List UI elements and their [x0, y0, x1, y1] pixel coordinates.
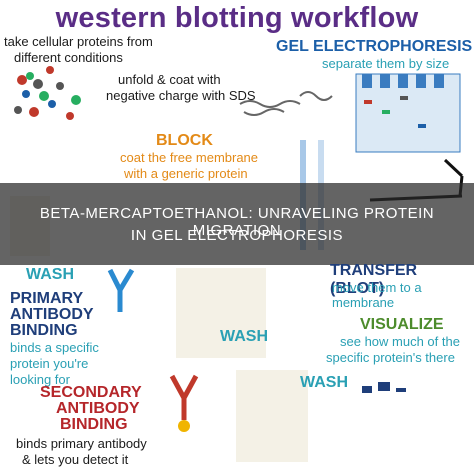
overlay-line-2: IN GEL ELECTROPHORESIS — [130, 227, 344, 244]
arrow-icon — [443, 158, 464, 178]
gel-heading: GEL ELECTROPHORESIS — [276, 38, 473, 55]
block-heading: BLOCK — [156, 132, 213, 149]
visualize-heading: VISUALIZE — [360, 316, 444, 333]
visualize-subtext-2: specific protein's there — [326, 350, 455, 365]
title-overlay: BETA-MERCAPTOETHANOL: UNRAVELING PROTEIN… — [0, 183, 474, 265]
wash-label-2: WASH — [220, 328, 268, 345]
page-title: western blotting workflow — [55, 2, 419, 34]
secondary-antibody-icon — [169, 374, 199, 432]
wash-label-3: WASH — [300, 374, 348, 391]
primary-heading-2: ANTIBODY — [10, 306, 94, 323]
primary-heading-1: PRIMARY — [10, 290, 84, 307]
wash-label-1: WASH — [26, 266, 74, 283]
overlay-line-1: BETA-MERCAPTOETHANOL: UNRAVELING PROTEIN… — [39, 205, 435, 239]
gel-subtext: separate them by size — [322, 56, 450, 71]
gel-icon — [355, 73, 461, 153]
transfer-heading: TRANSFER (BLOT) — [330, 262, 418, 297]
protein-cluster-icon — [14, 66, 81, 120]
secondary-heading-1: SECONDARY — [40, 384, 142, 401]
primary-subtext-3: looking for — [10, 372, 70, 387]
secondary-subtext-2: & lets you detect it — [22, 452, 129, 467]
denature-text-1: unfold & coat with — [118, 72, 221, 87]
secondary-heading-3: BINDING — [60, 416, 128, 433]
start-text-1: take cellular proteins from — [4, 34, 153, 49]
visualize-subtext-1: see how much of the — [340, 334, 460, 349]
antibody-icon — [107, 268, 135, 312]
secondary-heading-2: ANTIBODY — [56, 400, 140, 417]
unfolded-protein-icon — [239, 91, 333, 116]
transfer-subtext: move them to a membrane — [332, 280, 422, 310]
secondary-subtext-1: binds primary antibody — [16, 436, 147, 451]
block-subtext-2: with a generic protein — [124, 166, 248, 181]
primary-subtext-2: protein you're — [10, 356, 89, 371]
primary-heading-3: BINDING — [10, 322, 78, 339]
primary-subtext-1: binds a specific — [10, 340, 99, 355]
result-bands-icon — [362, 382, 406, 393]
start-text-2: different conditions — [14, 50, 123, 65]
denature-text-2: negative charge with SDS — [106, 88, 256, 103]
block-subtext-1: coat the free membrane — [120, 150, 259, 165]
